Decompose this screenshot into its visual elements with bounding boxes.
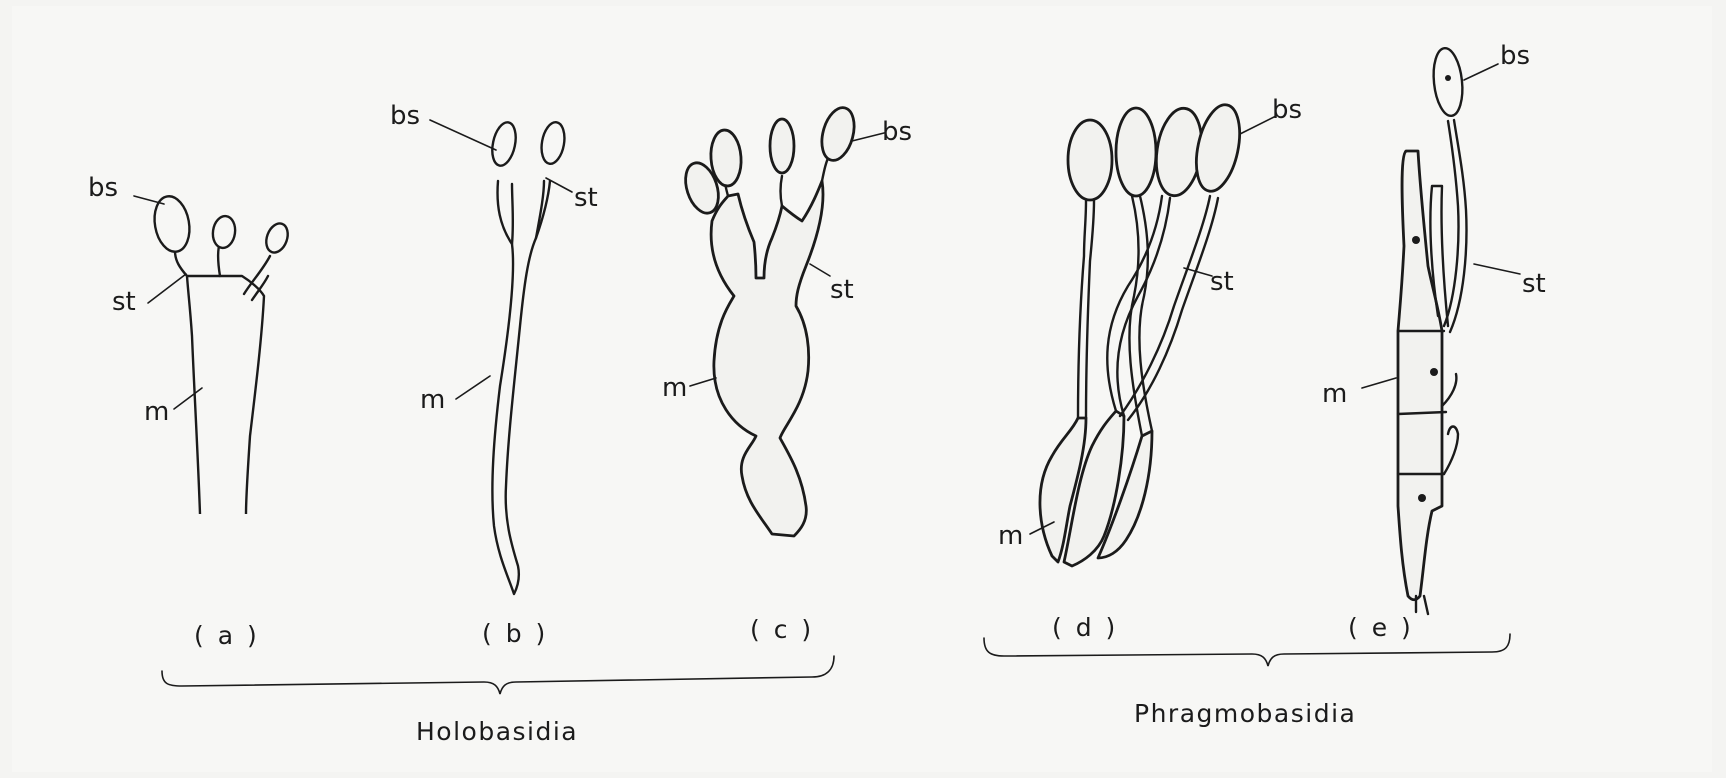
basidium-d-spore-4 xyxy=(1189,101,1246,195)
caption-c: ( c ) xyxy=(750,615,814,644)
caption-b: ( b ) xyxy=(482,619,548,648)
basidium-b-spore-right xyxy=(539,120,568,165)
basidium-b-spore-left xyxy=(489,120,520,168)
label-d-m: m xyxy=(998,521,1023,551)
basidium-e-nucleus-3 xyxy=(1418,494,1426,502)
basidium-e-nucleus-2 xyxy=(1430,368,1438,376)
basidium-b-stalk xyxy=(492,181,550,594)
basidium-d-spore-2 xyxy=(1116,108,1156,196)
basidium-e: bs st m ( e ) xyxy=(1322,41,1546,642)
group-label-phragmobasidia: Phragmobasidia xyxy=(1134,699,1356,728)
basidium-b: bs st m ( b ) xyxy=(390,101,598,648)
basidium-a-body xyxy=(187,276,264,514)
label-b-st: st xyxy=(574,183,598,213)
label-a-st: st xyxy=(112,287,136,317)
basidium-c-spore-3 xyxy=(770,119,794,173)
brace-holobasidia xyxy=(162,656,834,694)
basidia-diagram: bs st m ( a ) bs st m ( b ) bs st m ( c … xyxy=(12,6,1712,772)
basidium-a-spore-small xyxy=(262,220,291,255)
basidium-a: bs st m ( a ) xyxy=(88,173,292,650)
basidium-d: bs st m ( d ) xyxy=(998,95,1302,642)
basidium-d-spore-1 xyxy=(1068,120,1112,200)
label-a-m: m xyxy=(144,397,169,427)
caption-d: ( d ) xyxy=(1052,613,1118,642)
label-e-st: st xyxy=(1522,269,1546,299)
label-e-bs: bs xyxy=(1500,41,1530,71)
basidium-e-nucleus-1 xyxy=(1412,236,1420,244)
label-e-m: m xyxy=(1322,379,1347,409)
caption-e: ( e ) xyxy=(1348,613,1414,642)
label-c-st: st xyxy=(830,275,854,305)
basidium-c-spore-4 xyxy=(817,104,860,164)
basidium-a-spore-mid xyxy=(211,215,237,250)
label-c-bs: bs xyxy=(882,117,912,147)
label-d-st: st xyxy=(1210,267,1234,297)
basidium-c-body xyxy=(711,181,823,536)
label-b-bs: bs xyxy=(390,101,420,131)
label-b-m: m xyxy=(420,385,445,415)
caption-a: ( a ) xyxy=(194,621,260,650)
basidium-e-spore xyxy=(1431,47,1466,118)
basidium-c: bs st m ( c ) xyxy=(662,104,912,644)
label-d-bs: bs xyxy=(1272,95,1302,125)
label-a-bs: bs xyxy=(88,173,118,203)
figure-canvas: bs st m ( a ) bs st m ( b ) bs st m ( c … xyxy=(12,6,1712,772)
label-c-m: m xyxy=(662,373,687,403)
group-label-holobasidia: Holobasidia xyxy=(416,717,578,746)
